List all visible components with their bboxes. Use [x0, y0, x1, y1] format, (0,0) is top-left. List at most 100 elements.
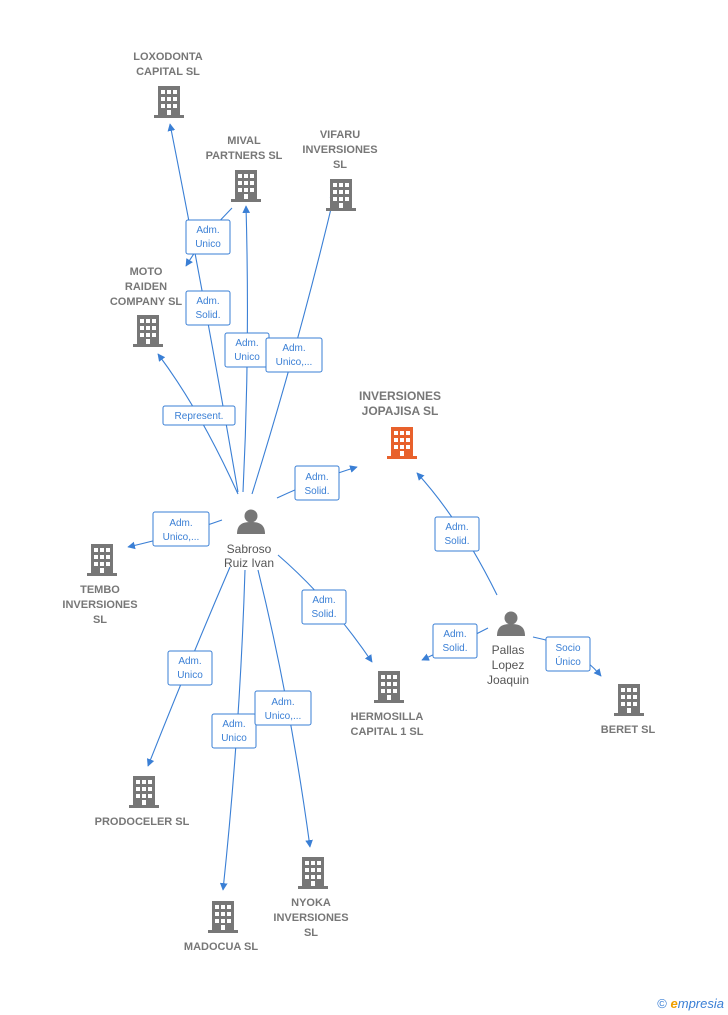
- svg-text:Represent.: Represent.: [175, 411, 224, 422]
- edge-label-e5[interactable]: Represent.: [162, 405, 236, 426]
- edge-label-text: Adm.: [282, 343, 305, 354]
- svg-text:Lopez: Lopez: [492, 658, 525, 672]
- company-label: INVERSIONES: [273, 912, 348, 924]
- edge-label-e8[interactable]: Adm. Solid.: [301, 589, 347, 625]
- edge-label-text: Solid.: [444, 536, 469, 547]
- company-label: SL: [304, 927, 318, 939]
- svg-text:MOTO: MOTO: [130, 266, 163, 278]
- svg-text:Unico,...: Unico,...: [276, 357, 313, 368]
- company-node-vifaru[interactable]: VIFARU INVERSIONES SL: [302, 129, 378, 211]
- svg-text:Solid.: Solid.: [444, 536, 469, 547]
- svg-text:CAPITAL 1 SL: CAPITAL 1 SL: [351, 726, 424, 738]
- person-icon: [237, 509, 265, 534]
- company-label: VIFARU: [320, 129, 360, 141]
- svg-text:HERMOSILLA: HERMOSILLA: [351, 711, 424, 723]
- person-node-pallas[interactable]: Pallas Lopez Joaquin: [487, 611, 529, 688]
- svg-text:Adm.: Adm.: [196, 225, 219, 236]
- edge-label-text: Adm.: [271, 697, 294, 708]
- edge-label-e4[interactable]: Adm. Unico,...: [265, 337, 323, 373]
- company-label: MADOCUA SL: [184, 941, 258, 953]
- company-node-mival[interactable]: MIVAL PARTNERS SL: [206, 135, 283, 202]
- company-node-jopajisa[interactable]: INVERSIONES JOPAJISA SL: [359, 389, 441, 459]
- svg-text:Adm.: Adm.: [271, 697, 294, 708]
- svg-text:INVERSIONES: INVERSIONES: [273, 912, 348, 924]
- svg-text:Adm.: Adm.: [282, 343, 305, 354]
- svg-text:Adm.: Adm.: [305, 472, 328, 483]
- svg-text:CAPITAL SL: CAPITAL SL: [136, 66, 200, 78]
- svg-text:Unico: Unico: [221, 733, 247, 744]
- edge-label-e7[interactable]: Adm. Unico,...: [152, 511, 210, 547]
- edge-label-text: Adm.: [196, 296, 219, 307]
- edge-label-text: Adm.: [443, 629, 466, 640]
- edge-label-e13[interactable]: Adm. Solid.: [432, 623, 478, 659]
- edge-label-e14[interactable]: Socio Único: [545, 636, 591, 672]
- building-icon: [298, 857, 328, 889]
- edge-label-text: Adm.: [196, 225, 219, 236]
- company-node-tembo[interactable]: TEMBO INVERSIONES SL: [62, 544, 138, 626]
- building-icon: [154, 86, 184, 118]
- svg-text:Adm.: Adm.: [222, 719, 245, 730]
- svg-text:Solid.: Solid.: [311, 609, 336, 620]
- edge-labels: Adm. Unico Adm. Solid. Adm. Unico Adm. U…: [152, 219, 591, 749]
- company-node-madocua[interactable]: MADOCUA SL: [184, 901, 258, 953]
- person-node-sabroso[interactable]: Sabroso Ruiz Ivan: [224, 509, 274, 571]
- company-node-prodoceler[interactable]: PRODOCELER SL: [95, 776, 190, 828]
- svg-text:Unico: Unico: [234, 352, 260, 363]
- edge-label-text: Represent.: [175, 411, 224, 422]
- company-label: SL: [93, 614, 107, 626]
- edge-label-e2[interactable]: Adm. Solid.: [185, 290, 231, 326]
- svg-text:Ruiz Ivan: Ruiz Ivan: [224, 556, 274, 570]
- company-label: MOTO: [130, 266, 163, 278]
- svg-text:Adm.: Adm.: [312, 595, 335, 606]
- svg-text:Joaquin: Joaquin: [487, 673, 529, 687]
- edge-label-e11[interactable]: Adm. Unico,...: [254, 690, 312, 726]
- company-label: SL: [333, 159, 347, 171]
- edge-label-e6[interactable]: Adm. Solid.: [294, 465, 340, 501]
- svg-text:Socio: Socio: [555, 643, 580, 654]
- company-label: NYOKA: [291, 897, 331, 909]
- svg-text:INVERSIONES: INVERSIONES: [62, 599, 137, 611]
- company-node-moto[interactable]: MOTO RAIDEN COMPANY SL: [110, 266, 183, 347]
- company-nodes: LOXODONTA CAPITAL SL MIVAL PARTNERS SL V…: [62, 51, 655, 953]
- company-label: COMPANY SL: [110, 296, 183, 308]
- svg-text:INVERSIONES: INVERSIONES: [302, 144, 377, 156]
- person-label: Lopez: [492, 658, 525, 672]
- svg-text:INVERSIONES: INVERSIONES: [359, 389, 441, 403]
- company-label: INVERSIONES: [359, 389, 441, 403]
- person-label: Pallas: [492, 643, 525, 657]
- svg-text:Solid.: Solid.: [442, 643, 467, 654]
- svg-text:Pallas: Pallas: [492, 643, 525, 657]
- edge-label-text: Unico: [177, 670, 203, 681]
- company-label: INVERSIONES: [302, 144, 377, 156]
- svg-text:PRODOCELER SL: PRODOCELER SL: [95, 816, 190, 828]
- edge-label-text: Unico,...: [265, 711, 302, 722]
- svg-text:MIVAL: MIVAL: [227, 135, 261, 147]
- edge-label-text: Unico: [221, 733, 247, 744]
- edge-label-e9[interactable]: Adm. Unico: [167, 650, 213, 686]
- company-label: MIVAL: [227, 135, 261, 147]
- svg-text:COMPANY SL: COMPANY SL: [110, 296, 183, 308]
- svg-text:BERET SL: BERET SL: [601, 724, 656, 736]
- edge-label-e3[interactable]: Adm. Unico: [224, 332, 270, 368]
- svg-text:PARTNERS SL: PARTNERS SL: [206, 150, 283, 162]
- company-node-nyoka[interactable]: NYOKA INVERSIONES SL: [273, 857, 349, 939]
- edge-label-e10[interactable]: Adm. Unico: [211, 713, 257, 749]
- edge-label-text: Solid.: [311, 609, 336, 620]
- company-label: BERET SL: [601, 724, 656, 736]
- company-node-loxodonta[interactable]: LOXODONTA CAPITAL SL: [133, 51, 203, 118]
- company-node-beret[interactable]: BERET SL: [601, 684, 656, 736]
- edge-label-text: Unico,...: [163, 532, 200, 543]
- svg-text:SL: SL: [333, 159, 347, 171]
- building-icon: [133, 315, 163, 347]
- company-node-hermosilla[interactable]: HERMOSILLA CAPITAL 1 SL: [351, 671, 424, 738]
- svg-text:Solid.: Solid.: [304, 486, 329, 497]
- edge-label-e1[interactable]: Adm. Unico: [185, 219, 231, 255]
- building-icon: [326, 179, 356, 211]
- company-label: INVERSIONES: [62, 599, 137, 611]
- svg-text:SL: SL: [304, 927, 318, 939]
- edge-label-e12[interactable]: Adm. Solid.: [434, 516, 480, 552]
- svg-text:Adm.: Adm.: [169, 518, 192, 529]
- svg-text:Unico,...: Unico,...: [163, 532, 200, 543]
- svg-text:Unico: Unico: [195, 239, 221, 250]
- edge-label-text: Solid.: [442, 643, 467, 654]
